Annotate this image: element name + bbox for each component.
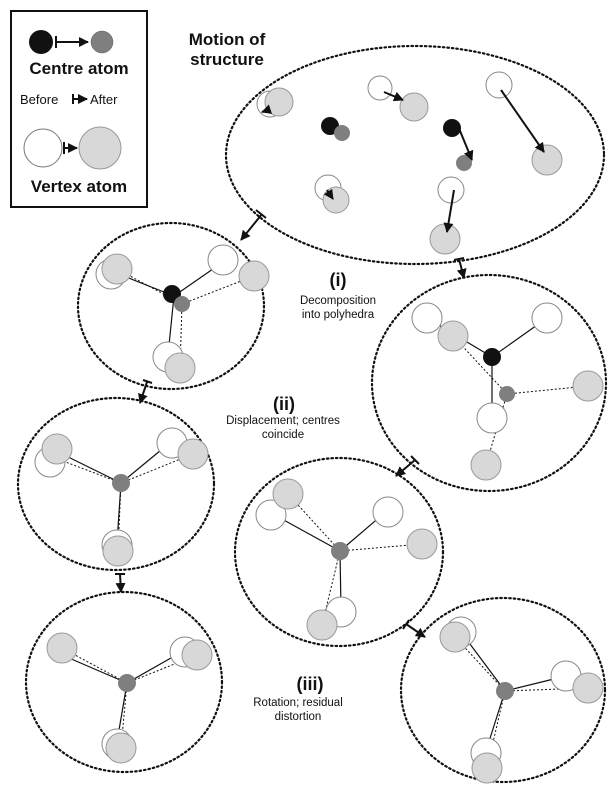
polyhedron-1-displaced-atoms <box>34 427 209 567</box>
title-line-1: Motion of <box>188 30 266 49</box>
step-ii-line-2: coincide <box>261 429 305 441</box>
legend-after-centre-atom <box>90 30 114 54</box>
step-ii-id: (ii) <box>273 394 295 414</box>
legend-before-vertex-atom <box>23 128 63 168</box>
step-i-line-1: Decomposition <box>299 295 377 307</box>
polyhedron-2-displaced-atoms <box>255 478 438 641</box>
step-i-line-2: into polyhedra <box>301 309 375 321</box>
legend-before-centre-atom <box>29 30 53 54</box>
whole-structure-region <box>224 44 606 266</box>
step-ii-description: Displacement; centres coincide <box>218 414 348 442</box>
polyhedron-2-displaced <box>233 456 445 648</box>
title-line-2: structure <box>190 50 264 69</box>
step-ii-line-1: Displacement; centres <box>226 415 340 427</box>
polyhedron-2-rotated <box>399 596 607 784</box>
step-iii-line-2: distortion <box>274 711 322 723</box>
polyhedron-1-atoms <box>95 244 270 384</box>
legend-after-vertex-atom <box>78 126 122 170</box>
legend-before-label: Before <box>20 92 59 107</box>
polyhedron-2-before <box>370 273 608 493</box>
polyhedron-1-displaced <box>16 396 216 572</box>
polyhedron-1-rotated-atoms <box>46 632 213 764</box>
legend-box <box>10 10 148 208</box>
region-outlines <box>16 44 608 784</box>
step-i-description: Decomposition into polyhedra <box>278 294 398 322</box>
polyhedron-2-atoms <box>411 302 604 481</box>
step-iii-line-1: Rotation; residual <box>253 697 343 709</box>
structure-atoms <box>256 71 563 255</box>
polyhedron-2-rotated-atoms <box>439 616 604 784</box>
polyhedron-1-before <box>76 221 266 391</box>
diagram-title: Motion of structure <box>172 30 282 70</box>
step-i-id: (i) <box>329 270 347 290</box>
step-iii-id: (iii) <box>296 674 324 694</box>
stage-connectors <box>115 209 467 638</box>
step-iii-description: Rotation; residual distortion <box>238 696 358 724</box>
legend-after-label: After <box>90 92 118 107</box>
legend-vertex-atom-label: Vertex atom <box>30 177 128 196</box>
legend-centre-atom-label: Centre atom <box>29 59 129 78</box>
